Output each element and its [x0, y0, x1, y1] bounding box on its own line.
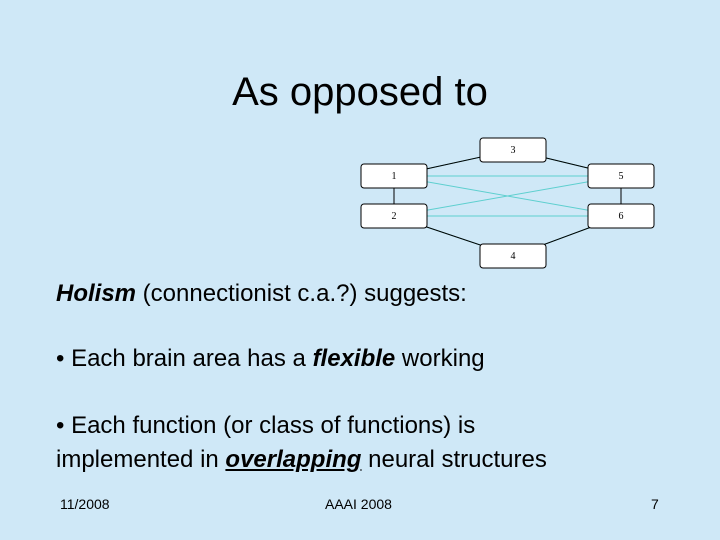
node-label-3: 3: [511, 145, 516, 156]
slide-title: As opposed to: [232, 70, 488, 114]
footer-page-number: 7: [651, 496, 659, 512]
holism-word: Holism: [56, 280, 137, 307]
bullet2-emphasis: overlapping: [225, 446, 362, 473]
node-5: 5: [587, 163, 655, 189]
node-4: 4: [479, 243, 547, 269]
bullet1-pre: • Each brain area has a: [56, 345, 313, 372]
bullet2-pre: implemented in: [56, 446, 226, 473]
node-label-2: 2: [392, 211, 397, 222]
bullet2-post: neural structures: [361, 446, 547, 473]
holism-rest: (connectionist c.a.?) suggests:: [136, 280, 467, 307]
bullet1-post: working: [395, 345, 485, 372]
bullet-overlapping-line2: implemented in overlapping neural struct…: [56, 446, 547, 474]
footer-date: 11/2008: [60, 496, 110, 512]
bullet-flexible: • Each brain area has a flexible working: [56, 345, 485, 373]
edge-teal-2-5: [393, 175, 622, 217]
node-6: 6: [587, 203, 655, 229]
holism-line: Holism (connectionist c.a.?) suggests:: [56, 280, 467, 308]
node-label-1: 1: [392, 171, 397, 182]
node-box-2: [360, 203, 428, 229]
node-box-6: [587, 203, 655, 229]
node-box-5: [587, 163, 655, 189]
bullet-overlapping-line1: • Each function (or class of functions) …: [56, 412, 476, 439]
bullet1-emphasis: flexible: [312, 345, 396, 372]
node-box-4: [479, 243, 547, 269]
node-label-4: 4: [511, 251, 516, 262]
node-2: 2: [360, 203, 428, 229]
node-label-6: 6: [619, 211, 624, 222]
node-label-5: 5: [619, 171, 624, 182]
node-3: 3: [479, 137, 547, 163]
node-box-3: [479, 137, 547, 163]
footer-venue: AAAI 2008: [325, 496, 392, 512]
node-box-1: [360, 163, 428, 189]
node-1: 1: [360, 163, 428, 189]
